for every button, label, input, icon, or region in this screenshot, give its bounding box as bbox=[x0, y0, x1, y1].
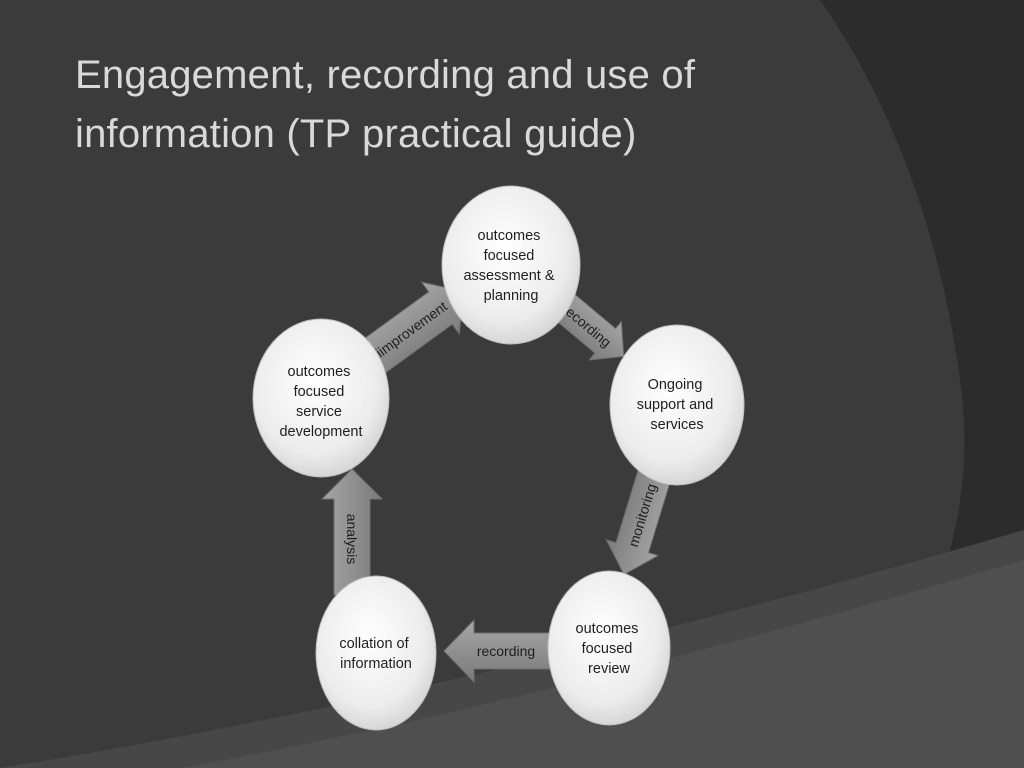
arrow-recording-2-shape bbox=[443, 618, 553, 684]
node-assessment-label: outcomes focused assessment & planning bbox=[463, 228, 558, 304]
arrow-analysis-label: analysis bbox=[344, 514, 360, 565]
node-collation: collation of information bbox=[315, 575, 437, 731]
node-support-label: Ongoing support and services bbox=[637, 377, 718, 433]
node-collation-label: collation of information bbox=[339, 636, 412, 672]
slide-title-line-2: information (TP practical guide) bbox=[75, 112, 637, 156]
node-support-circle bbox=[609, 324, 745, 486]
node-collation-circle bbox=[315, 575, 437, 731]
node-review-circle bbox=[547, 570, 671, 726]
slide-title: Engagement, recording and use of informa… bbox=[75, 46, 835, 164]
background-swoosh-bottom-edge bbox=[180, 560, 1024, 768]
slide-title-line-1: Engagement, recording and use of bbox=[75, 53, 696, 97]
node-review: outcomes focused review bbox=[547, 570, 671, 726]
node-assessment: outcomes focused assessment & planning bbox=[441, 185, 581, 345]
node-review-label: outcomes focused review bbox=[576, 621, 643, 677]
node-development-circle bbox=[252, 318, 390, 478]
arrow-monitoring-shape bbox=[605, 459, 675, 576]
arrow-recording-2-label: recording bbox=[477, 643, 535, 659]
node-assessment-circle bbox=[441, 185, 581, 345]
node-support: Ongoing support and services bbox=[609, 324, 745, 486]
arrow-monitoring: monitoring bbox=[605, 459, 675, 576]
node-development: outcomes focused service development bbox=[252, 318, 390, 478]
node-development-label: outcomes focused service development bbox=[279, 364, 362, 440]
arrow-recording-2: recording bbox=[443, 618, 553, 684]
